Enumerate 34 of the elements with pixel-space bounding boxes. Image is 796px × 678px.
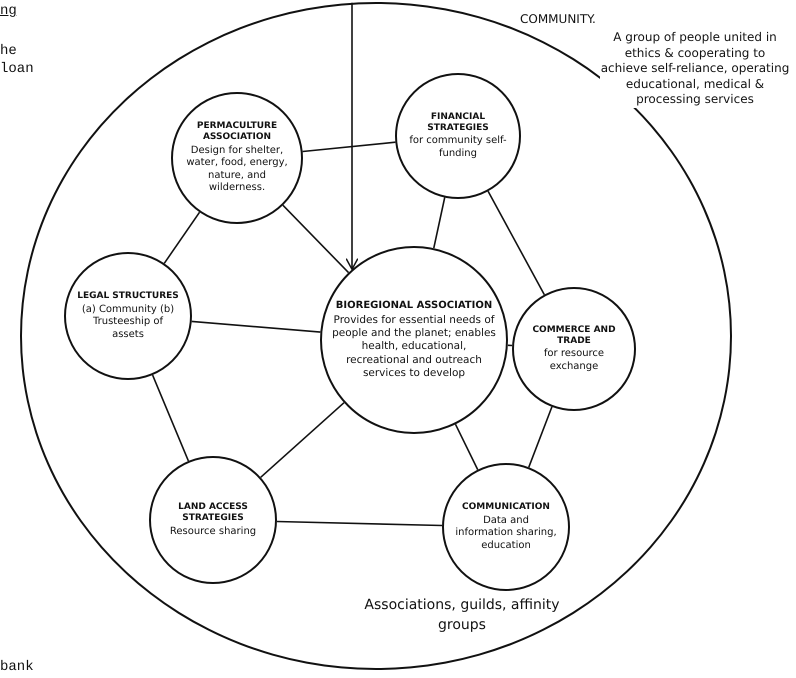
connector-line	[282, 204, 350, 274]
connector-line	[454, 424, 478, 470]
connector-line	[164, 212, 200, 264]
node-description: for community self-funding	[408, 135, 508, 160]
note-text: loan	[0, 60, 34, 78]
connector-line	[302, 141, 396, 152]
node-heading: COMMUNICATION	[462, 502, 550, 513]
connector-line	[192, 320, 320, 333]
node-description: for resource exchange	[542, 348, 606, 374]
node-heading: BIOREGIONAL ASSOCIATION	[336, 300, 492, 312]
node-heading: PERMACULTURE ASSOCIATION	[196, 121, 278, 143]
node-heading: LAND ACCESS STRATEGIES	[177, 502, 249, 524]
node-description: Resource sharing	[170, 526, 256, 538]
node-heading: FINANCIAL STRATEGIES	[426, 112, 490, 134]
circle-caption: Associations, guilds, affinity groups	[363, 596, 561, 635]
connector-line	[276, 520, 442, 526]
connector-line	[260, 402, 345, 478]
note-text: he	[0, 42, 17, 60]
connector-line	[433, 197, 446, 248]
node-description: Data and information sharing, education	[454, 514, 558, 552]
connector-line	[508, 344, 512, 346]
node-description: Provides for essential needs of people and the planet; enables health, educational, recreational and outreach services to develop	[332, 314, 496, 380]
connector-line	[152, 374, 190, 462]
node-description: Design for shelter, water, food, energy, nature, and wilderness.	[185, 144, 289, 195]
node-heading: COMMERCE AND TRADE	[531, 324, 617, 346]
note-text: ng	[0, 2, 17, 20]
connector-line	[487, 190, 545, 295]
note-text: A group of people united in ethics & cooperating to achieve self-reliance, operating educational, medical & processing services	[600, 30, 790, 108]
node-heading: LEGAL STRUCTURES	[77, 290, 179, 302]
node-description: (a) Community (b) Trusteeship of assets	[80, 304, 176, 342]
note-text: bank	[0, 658, 34, 676]
arrow	[345, 2, 359, 270]
connector-line	[528, 406, 553, 468]
note-text: COMMUNITY.	[520, 12, 596, 28]
